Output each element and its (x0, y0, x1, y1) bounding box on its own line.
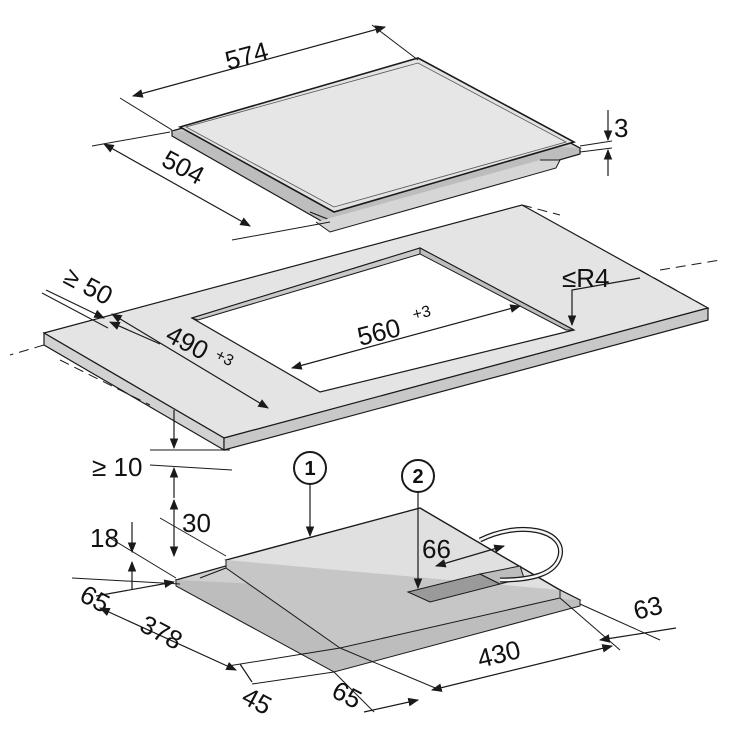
connection-offset-dimension: 66 (422, 534, 506, 568)
callout-2-label: 2 (412, 466, 423, 488)
cutout-width-label: 560 (354, 312, 403, 352)
front-right-offset-label: 65 (327, 675, 367, 715)
callout-2: 2 (401, 459, 435, 590)
unit-depth-dimension: 378 (99, 607, 237, 671)
cutout-radius-callout: ≤R4 (562, 263, 641, 327)
cooktop-width-label: 574 (222, 36, 272, 76)
cutout-depth-tolerance: +3 (212, 347, 236, 371)
clearance-dimension: ≥ 10 (92, 410, 233, 498)
cooktop-thickness-dimension: 3 (579, 110, 628, 176)
front-right-offset-dimension: 65 (327, 671, 420, 715)
clearance-label: ≥ 10 (92, 452, 142, 482)
cooktop-width-dimension: 574 (119, 24, 419, 131)
right-offset-dimension: 63 (579, 590, 677, 643)
cutout-width-tolerance: +3 (411, 303, 433, 324)
gap-dimension: 30 (159, 498, 227, 558)
callout-1-label: 1 (304, 458, 315, 480)
right-offset-label: 63 (630, 590, 665, 626)
connection-offset-label: 66 (422, 534, 451, 564)
cutout-edge-distance-label: ≥ 50 (59, 261, 118, 311)
cooktop-thickness-label: 3 (614, 113, 628, 143)
gap-label: 30 (182, 508, 211, 538)
callout-1: 1 (293, 451, 327, 538)
front-offset-label: 45 (237, 681, 277, 721)
height-label: 18 (90, 523, 119, 553)
left-offset-label: 65 (75, 579, 115, 619)
height-dimension: 18 (90, 522, 177, 590)
unit-depth-label: 378 (135, 609, 187, 656)
cutout-radius-label: ≤R4 (562, 263, 610, 293)
unit-width-label: 430 (474, 634, 523, 674)
